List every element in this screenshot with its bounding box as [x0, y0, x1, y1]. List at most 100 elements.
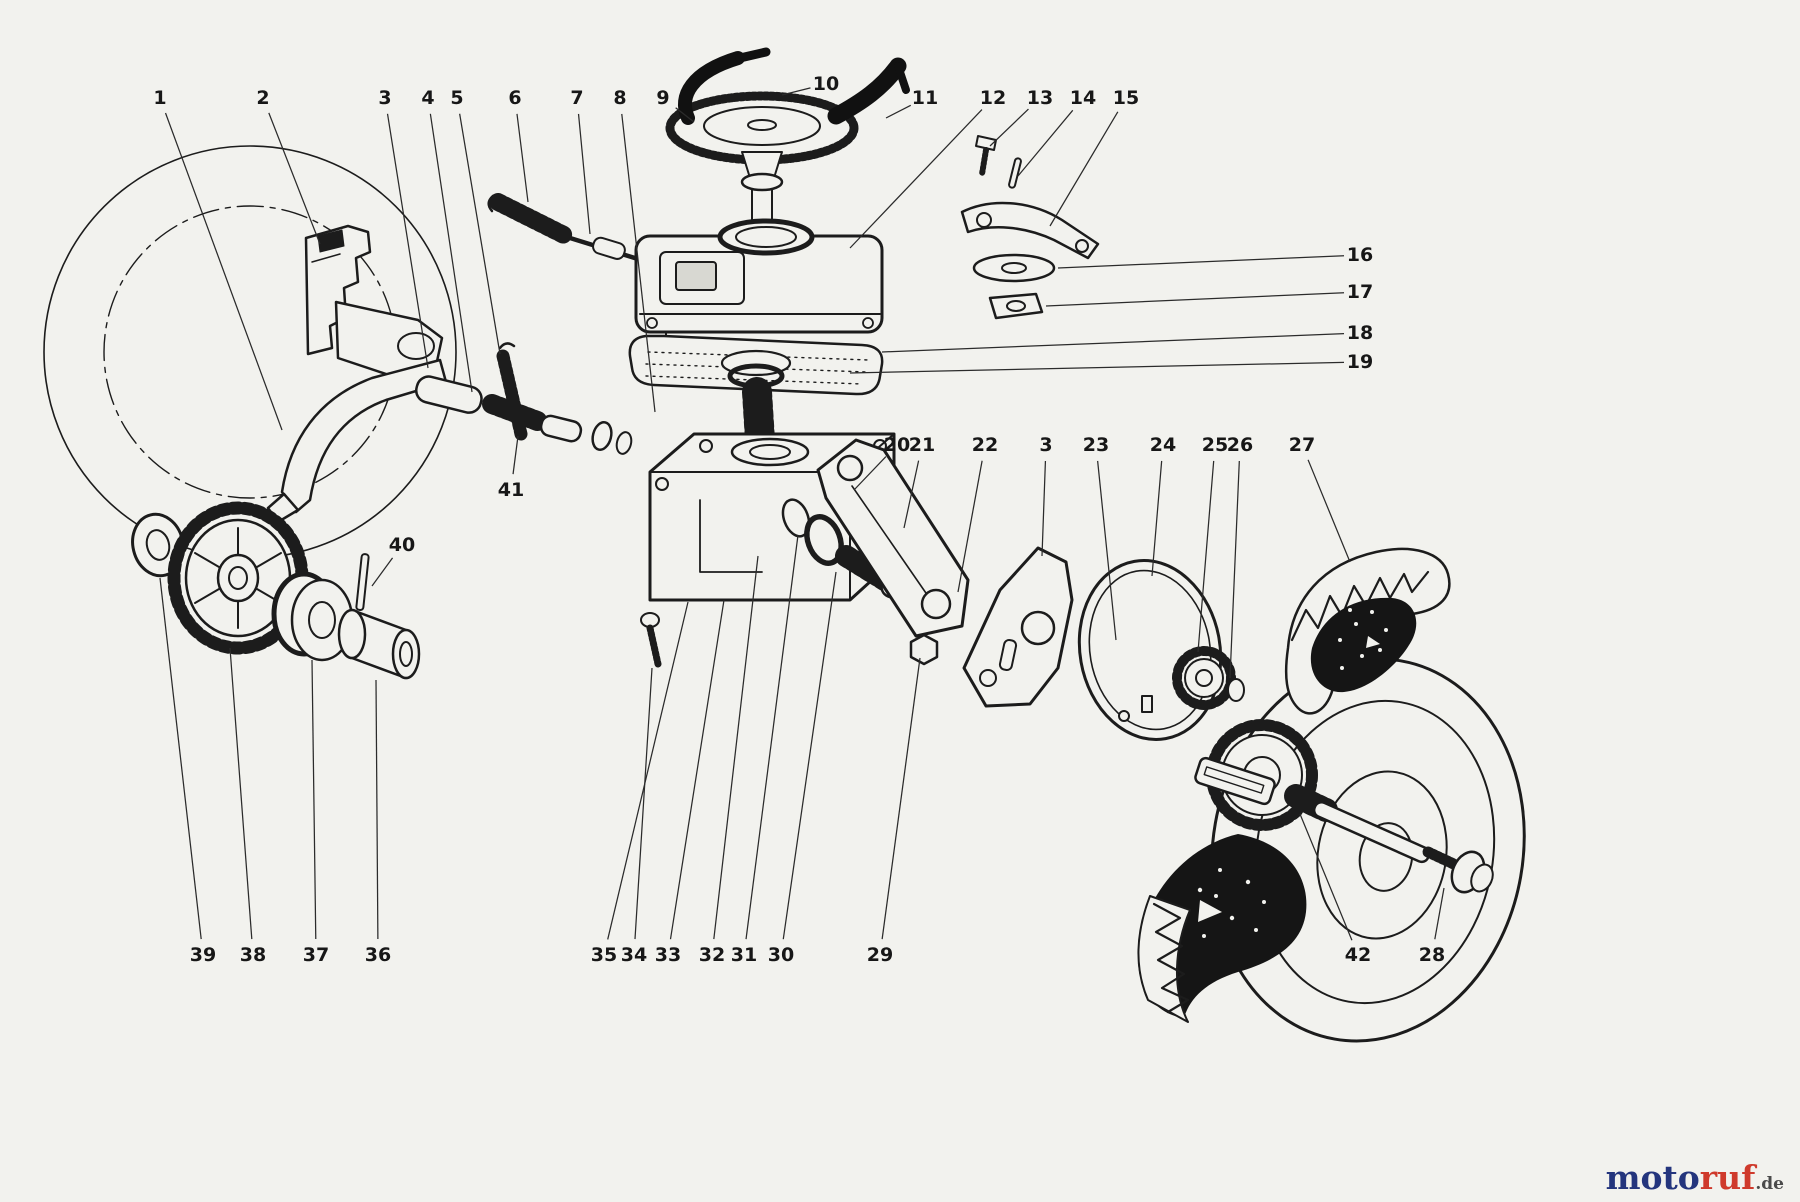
governor-spring: [487, 193, 575, 245]
callout-26-26: 26: [1227, 434, 1253, 456]
drive-belt: [677, 47, 910, 125]
leader-line-15-14: [1049, 111, 1119, 227]
pulley-assembly: [665, 91, 859, 231]
callout-10-9: 10: [813, 73, 839, 95]
leader-line-8-7: [621, 113, 656, 413]
callout-41-29: 41: [498, 479, 524, 501]
lock-nut: [909, 633, 939, 666]
callout-35-34: 35: [591, 944, 617, 966]
leader-line-3-22: [1041, 460, 1047, 557]
leader-line-19-18: [849, 361, 1345, 374]
leader-line-12-11: [849, 109, 983, 249]
callout-2-1: 2: [256, 87, 269, 109]
callout-7-6: 7: [570, 87, 583, 109]
callout-22-21: 22: [972, 434, 998, 456]
leader-line-38-31: [229, 647, 253, 940]
leader-line-31-38: [745, 534, 799, 940]
callout-3-22: 3: [1039, 434, 1052, 456]
roll-pin: [355, 553, 370, 611]
flat-washer: [972, 253, 1056, 283]
callout-11-10: 11: [912, 87, 938, 109]
thrust-washer: [131, 512, 185, 578]
callout-16-15: 16: [1347, 244, 1373, 266]
leader-line-13-12: [989, 108, 1029, 147]
callout-4-3: 4: [421, 87, 434, 109]
gasket: [628, 334, 884, 396]
callout-18-17: 18: [1347, 322, 1373, 344]
callout-3-2: 3: [378, 87, 391, 109]
leader-line-36-33: [375, 679, 379, 940]
brake-arm: [960, 201, 1100, 260]
bracket-plate: [962, 546, 1074, 708]
leader-line-24-24: [1151, 460, 1163, 577]
callout-30-39: 30: [768, 944, 794, 966]
leader-line-10-9: [781, 87, 811, 96]
watermark-suffix: .de: [1755, 1174, 1784, 1194]
watermark-logo: motoruf.de: [1606, 1161, 1784, 1194]
callout-28-42: 28: [1419, 944, 1445, 966]
leader-line-22-21: [957, 460, 983, 593]
callout-36-33: 36: [365, 944, 391, 966]
leader-line-28-42: [1434, 887, 1445, 940]
callout-40-28: 40: [389, 534, 415, 556]
leader-line-11-10: [885, 104, 912, 119]
extension-spring: [496, 342, 528, 441]
leader-line-42-41: [1299, 813, 1353, 941]
square-nut: [988, 292, 1044, 320]
leader-line-32-37: [713, 555, 759, 940]
handle-bracket: [304, 224, 372, 356]
callout-38-31: 38: [240, 944, 266, 966]
callout-12-11: 12: [980, 87, 1006, 109]
leader-line-5-4: [459, 113, 501, 355]
callout-42-41: 42: [1345, 944, 1371, 966]
callout-14-13: 14: [1070, 87, 1096, 109]
leader-line-17-16: [1045, 292, 1345, 307]
callout-34-35: 34: [621, 944, 647, 966]
leader-line-35-34: [607, 601, 689, 940]
leader-line-18-17: [881, 333, 1345, 353]
callout-32-37: 32: [699, 944, 725, 966]
leader-line-6-5: [516, 113, 529, 203]
leader-line-7-6: [577, 113, 591, 235]
leader-line-16-15: [1057, 255, 1345, 269]
callout-5-4: 5: [450, 87, 463, 109]
leader-line-9-8: [675, 107, 695, 123]
gear-case-cover: [634, 218, 884, 345]
leader-line-30-39: [782, 571, 837, 940]
callout-24-24: 24: [1150, 434, 1176, 456]
watermark-text-blue: moto: [1605, 1158, 1700, 1197]
leader-line-21-20: [903, 460, 920, 529]
callout-21-20: 21: [909, 434, 935, 456]
leader-line-27-27: [1307, 459, 1351, 563]
callout-29-40: 29: [867, 944, 893, 966]
leader-line-34-35: [634, 667, 653, 940]
leader-line-20-19: [853, 456, 887, 491]
callout-1-0: 1: [153, 87, 166, 109]
callout-19-18: 19: [1347, 351, 1373, 373]
leader-line-2-1: [268, 112, 321, 245]
mounting-bolt: [640, 612, 662, 668]
leader-line-3-2: [386, 113, 429, 369]
axle-bolt: [1312, 800, 1494, 894]
leader-line-26-26: [1229, 460, 1240, 679]
callout-15-14: 15: [1113, 87, 1139, 109]
callout-9-8: 9: [656, 87, 669, 109]
hub-sleeve: [337, 608, 421, 680]
callout-13-12: 13: [1027, 87, 1053, 109]
shoulder-screw: [975, 135, 997, 177]
transmission-gear: [167, 501, 309, 655]
leader-line-40-28: [371, 557, 394, 587]
leader-line-1-0: [164, 112, 283, 431]
leader-line-41-29: [512, 435, 519, 475]
leader-line-23-23: [1097, 460, 1117, 641]
callout-25-25: 25: [1202, 434, 1228, 456]
watermark-text-red: ruf: [1699, 1158, 1756, 1197]
callout-23-23: 23: [1083, 434, 1109, 456]
callout-8-7: 8: [613, 87, 626, 109]
callout-6-5: 6: [508, 87, 521, 109]
callout-33-36: 33: [655, 944, 681, 966]
throttle-rod: [567, 235, 641, 262]
